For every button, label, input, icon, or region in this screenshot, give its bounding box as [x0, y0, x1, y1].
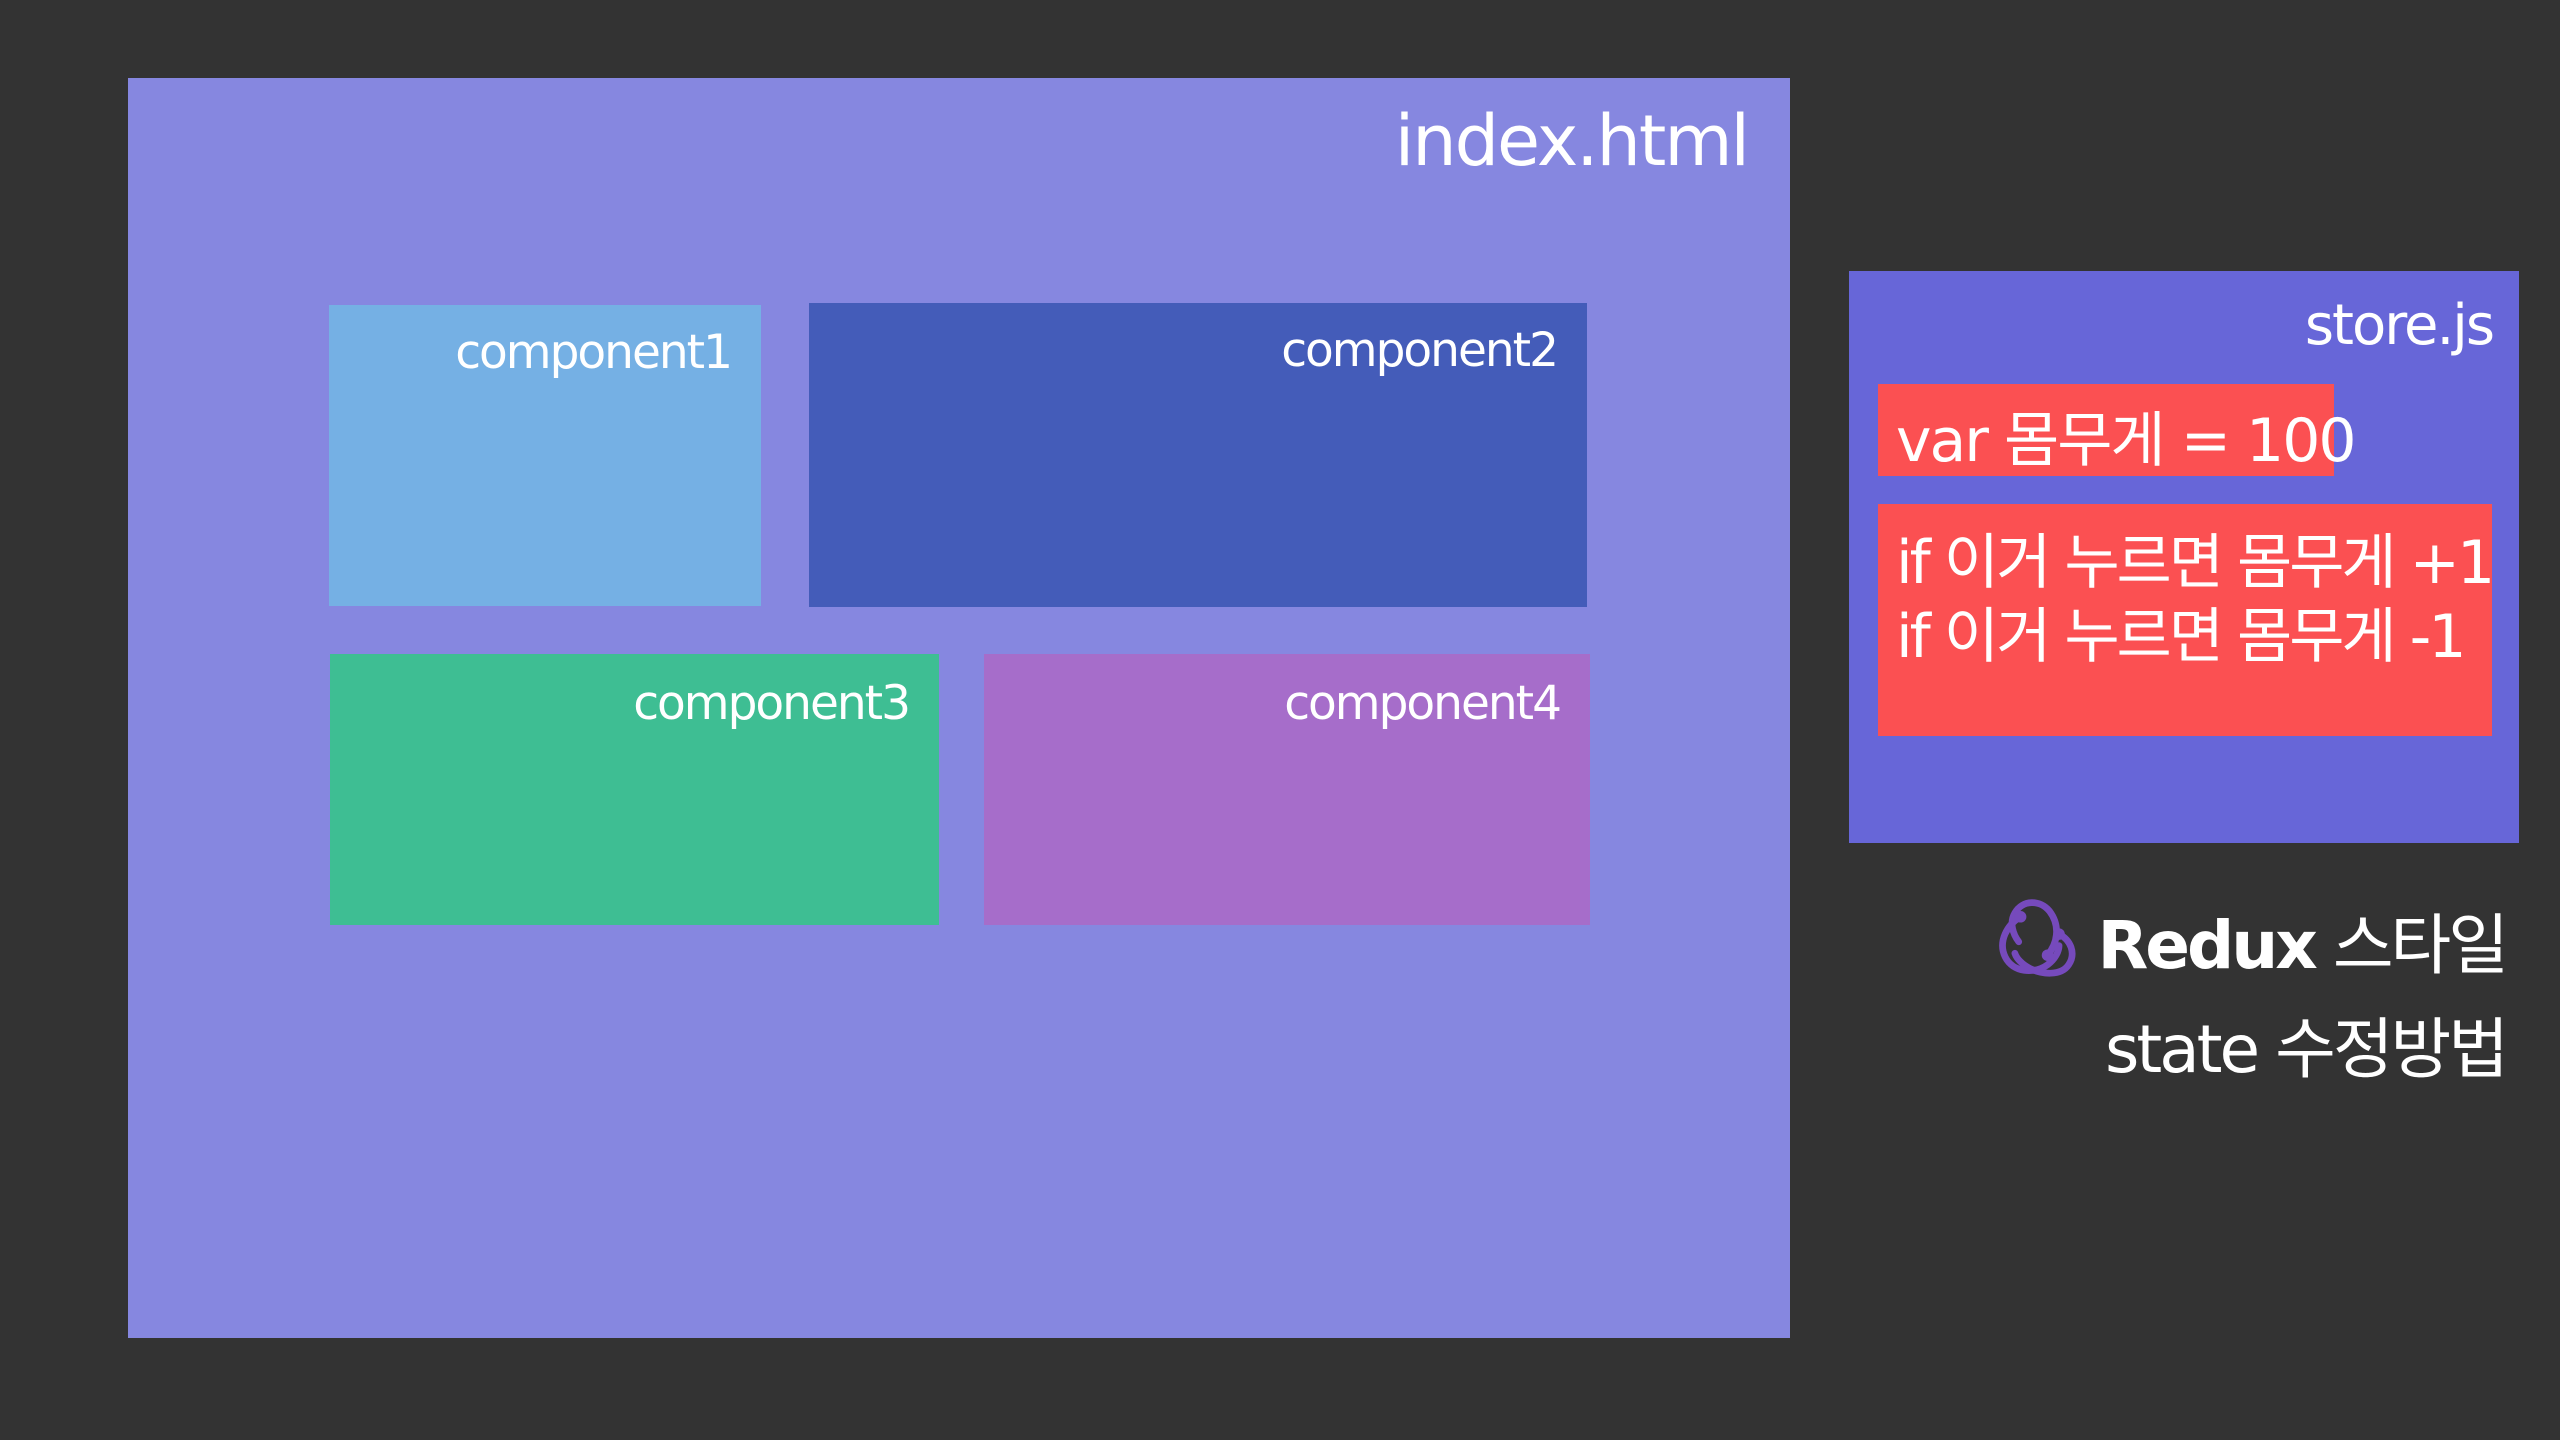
slide-caption: Redux 스타일 state 수정방법 — [2097, 892, 2509, 1092]
index-html-title: index.html — [1394, 100, 1750, 182]
store-state-variable: var 몸무게 = 100 — [1878, 384, 2357, 476]
component2-box: component2 — [809, 303, 1587, 607]
redux-logo-dot-1 — [2041, 949, 2054, 961]
redux-logo-arc-2 — [1999, 913, 2063, 974]
redux-logo-dot-2 — [2014, 911, 2027, 923]
store-js-panel: store.js var 몸무게 = 100 if 이거 누르면 몸무게 +1 … — [1849, 271, 2519, 843]
caption-style: 스타일 — [2314, 907, 2509, 984]
component3-label: component3 — [633, 676, 911, 731]
redux-logo-icon — [1999, 899, 2076, 977]
component3-box: component3 — [330, 654, 939, 925]
store-update-rules: if 이거 누르면 몸무게 +1 if 이거 누르면 몸무게 -1 — [1878, 504, 2495, 736]
store-var-text: var 몸무게 = 100 — [1896, 406, 2357, 476]
caption-brand: Redux — [2097, 907, 2317, 984]
store-js-title: store.js — [2304, 293, 2495, 358]
component2-label: component2 — [1281, 323, 1559, 378]
store-rule-decrement: if 이거 누르면 몸무게 -1 — [1896, 602, 2467, 672]
component4-box: component4 — [984, 654, 1590, 925]
component1-box: component1 — [329, 305, 761, 606]
caption-line-2: state 수정방법 — [2104, 1011, 2509, 1088]
store-rule-increment: if 이거 누르면 몸무게 +1 — [1896, 528, 2495, 598]
redux-logo-dot-3 — [2053, 928, 2065, 940]
component4-label: component4 — [1284, 676, 1562, 731]
caption-line-1: Redux 스타일 — [2097, 892, 2509, 988]
component1-label: component1 — [455, 325, 733, 380]
redux-logo-arc-1 — [2008, 899, 2060, 959]
redux-logo-arc-3 — [2011, 930, 2076, 977]
index-html-panel: index.html component1 component2 compone… — [128, 78, 1790, 1338]
